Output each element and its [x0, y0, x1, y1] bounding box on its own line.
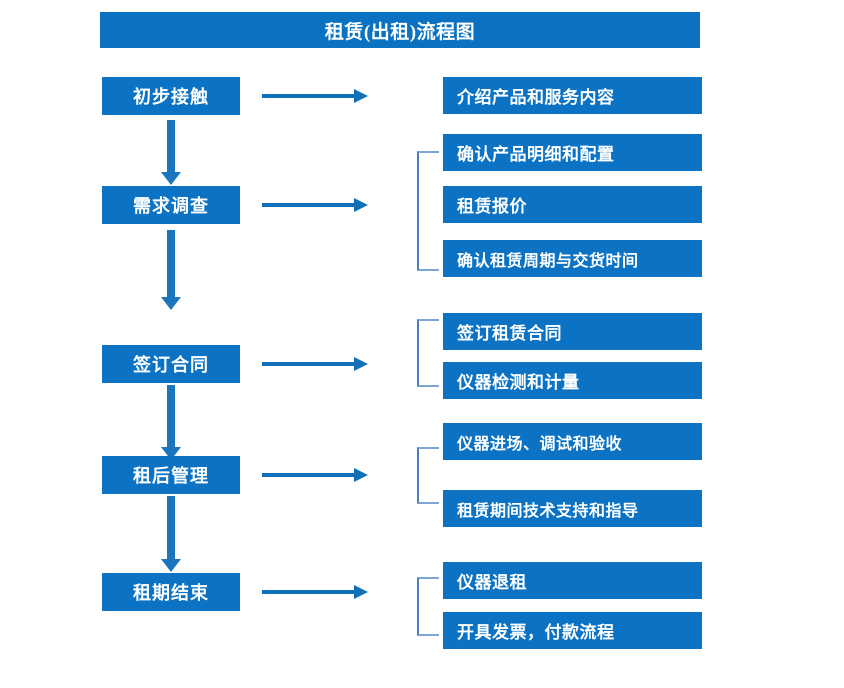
group-bracket-2	[417, 319, 439, 387]
arrow-right-4	[262, 468, 368, 482]
arrow-down-1	[161, 120, 181, 185]
detail-box-8[interactable]: 租赁期间技术支持和指导	[443, 490, 702, 527]
arrow-shaft	[262, 203, 354, 207]
arrow-head	[354, 357, 368, 371]
group-bracket-4	[417, 577, 439, 636]
detail-box-4[interactable]: 确认租赁周期与交货时间	[443, 240, 702, 277]
arrow-shaft	[167, 496, 175, 559]
arrow-shaft	[167, 120, 175, 172]
detail-box-10[interactable]: 开具发票，付款流程	[443, 612, 702, 649]
group-bracket-3	[417, 447, 439, 504]
arrow-right-5	[262, 585, 368, 599]
detail-box-7[interactable]: 仪器进场、调试和验收	[443, 423, 702, 460]
arrow-shaft	[262, 94, 354, 98]
arrow-right-1	[262, 89, 368, 103]
detail-box-5[interactable]: 签订租赁合同	[443, 313, 702, 350]
detail-box-6[interactable]: 仪器检测和计量	[443, 362, 702, 399]
detail-box-9[interactable]: 仪器退租	[443, 562, 702, 599]
stage-box-2[interactable]: 需求调查	[102, 186, 240, 224]
stage-box-3[interactable]: 签订合同	[102, 345, 240, 383]
arrow-down-4	[161, 496, 181, 572]
arrow-shaft	[262, 362, 354, 366]
arrow-head	[354, 89, 368, 103]
detail-box-2[interactable]: 确认产品明细和配置	[443, 134, 702, 171]
arrow-shaft	[167, 385, 175, 447]
arrow-head	[354, 198, 368, 212]
arrow-shaft	[262, 590, 354, 594]
arrow-head	[161, 559, 181, 572]
arrow-down-3	[161, 385, 181, 460]
arrow-down-2	[161, 230, 181, 310]
arrow-shaft	[262, 473, 354, 477]
arrow-shaft	[167, 230, 175, 297]
arrow-right-3	[262, 357, 368, 371]
arrow-head	[161, 297, 181, 310]
stage-box-1[interactable]: 初步接触	[102, 77, 240, 115]
arrow-head	[354, 468, 368, 482]
stage-box-5[interactable]: 租期结束	[102, 573, 240, 611]
stage-box-4[interactable]: 租后管理	[102, 456, 240, 494]
diagram-title: 租赁(出租)流程图	[100, 12, 700, 48]
arrow-head	[354, 585, 368, 599]
arrow-head	[161, 172, 181, 185]
arrow-right-2	[262, 198, 368, 212]
detail-box-1[interactable]: 介绍产品和服务内容	[443, 77, 702, 114]
group-bracket-1	[417, 151, 439, 271]
detail-box-3[interactable]: 租赁报价	[443, 186, 702, 223]
